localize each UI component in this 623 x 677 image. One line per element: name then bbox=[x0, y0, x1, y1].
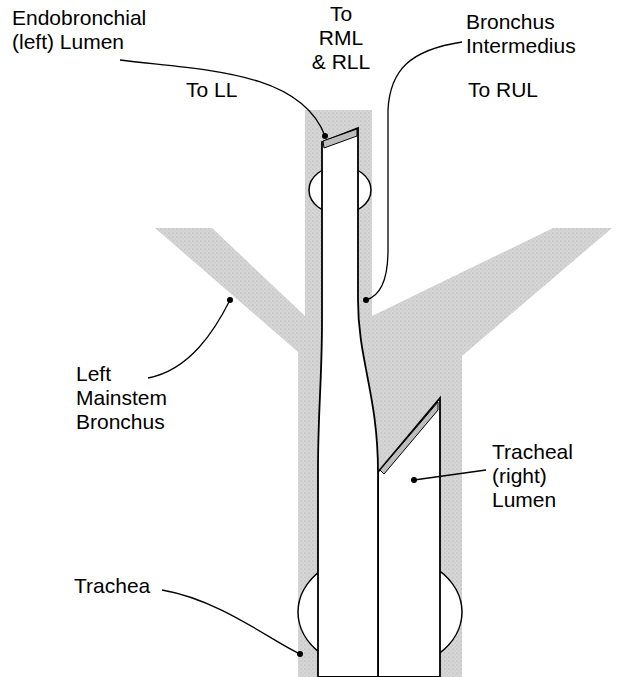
tracheal-lumen bbox=[378, 398, 440, 677]
leader-dots bbox=[227, 133, 417, 657]
endobronchial-lumen bbox=[318, 128, 378, 677]
tracheal-opening bbox=[380, 402, 438, 474]
leader-lines bbox=[120, 42, 486, 654]
trachea-label: Trachea bbox=[74, 574, 164, 598]
branch-label: To RUL bbox=[468, 78, 568, 102]
bronchus-label: Left Mainstem Bronchus bbox=[76, 362, 186, 434]
lumen-label: Endobronchial (left) Lumen bbox=[12, 6, 152, 54]
bronchial-opening bbox=[323, 129, 357, 148]
branch-label: To RML & RLL bbox=[310, 2, 372, 74]
branch-label: To LL bbox=[186, 78, 266, 102]
bronchus-label: Bronchus Intermedius bbox=[466, 10, 616, 58]
airway bbox=[155, 110, 612, 677]
lumen-label: Tracheal (right) Lumen bbox=[492, 440, 602, 512]
